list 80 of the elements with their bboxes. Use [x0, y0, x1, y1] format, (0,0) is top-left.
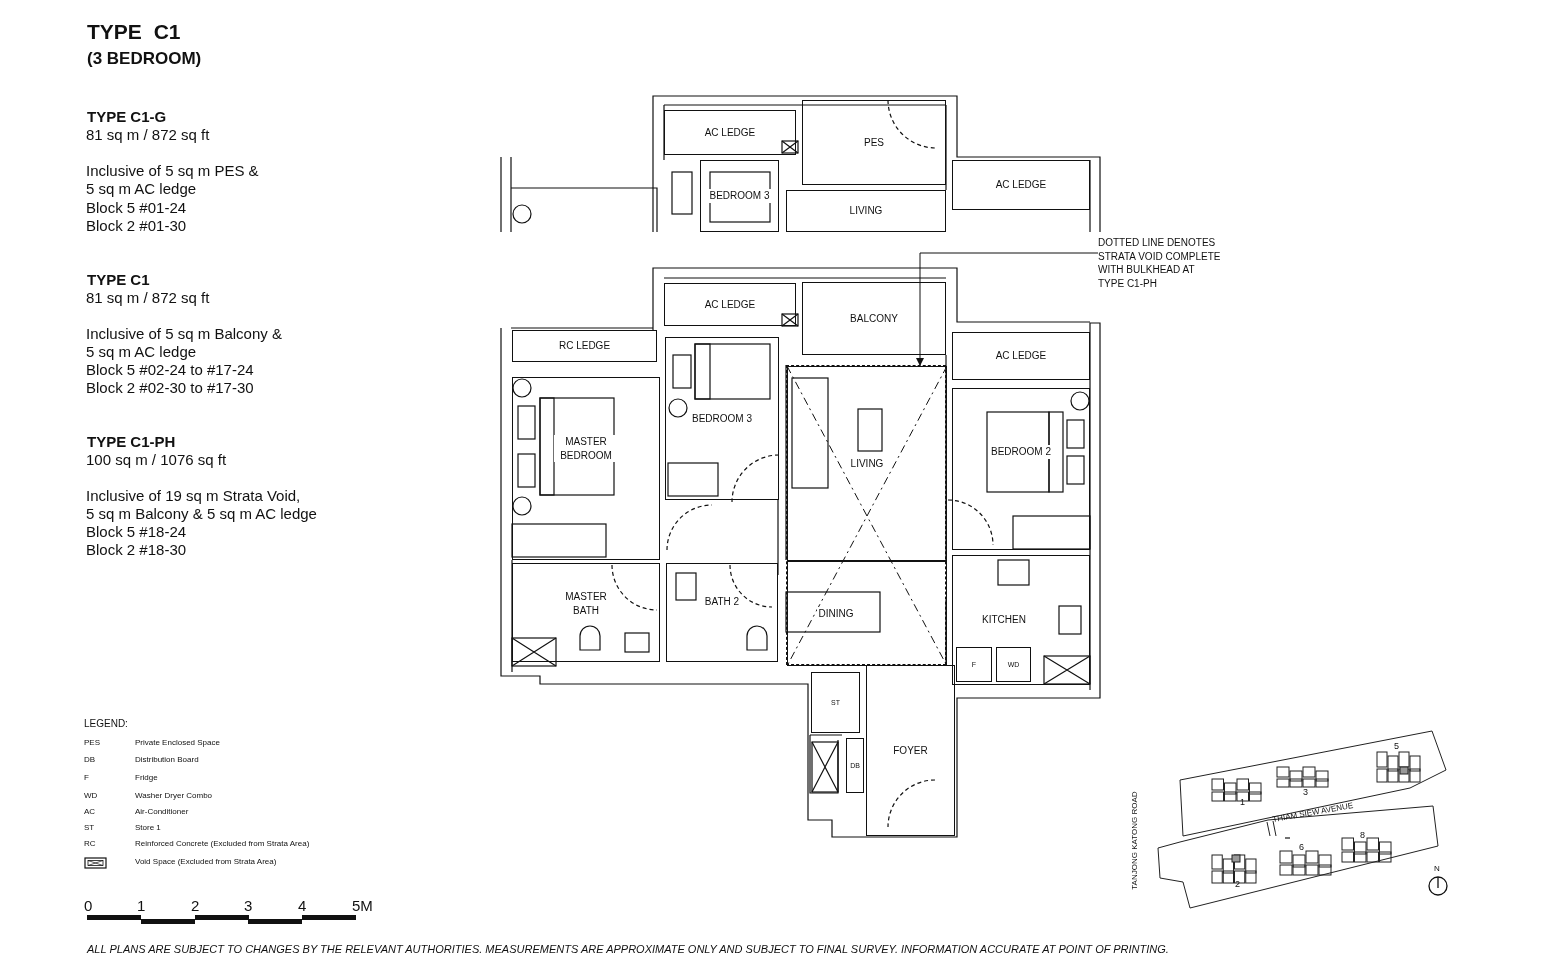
scale-number: 0: [84, 897, 93, 915]
room-outline: [666, 563, 778, 662]
room-outline: [802, 282, 946, 355]
legend-description: Distribution Board: [135, 755, 199, 765]
area-text: 81 sq m / 872 sq ft: [86, 126, 210, 144]
room-outline: [787, 561, 947, 666]
description-text: 5 sq m Balcony & 5 sq m AC ledge: [86, 505, 317, 523]
unit-number-text: Block 5 #01-24: [86, 199, 187, 217]
unit-number-text: Block 2 #02-30 to #17-30: [86, 379, 254, 397]
block-number: 1: [1240, 797, 1245, 808]
disclaimer-note: ALL PLANS ARE SUBJECT TO CHANGES BY THE RELEVANT AUTHORITIES. MEASUREMENTS ARE APPROXIMATE ONLY AND SUBJECT TO FINAL SURVEY. INFORMATION ACCURATE AT POINT OF PRINTING.: [87, 943, 1169, 956]
block-number: 6: [1299, 842, 1304, 853]
room-outline: [665, 337, 779, 500]
room-outline: [512, 563, 660, 662]
scale-number: 3: [244, 897, 253, 915]
legend-description: Private Enclosed Space: [135, 738, 220, 748]
area-text: 81 sq m / 872 sq ft: [86, 289, 210, 307]
room-outline: [664, 283, 796, 326]
legend-description: Reinforced Concrete (Excluded from Strata Area): [135, 839, 310, 849]
note-text: DOTTED LINE DENOTES STRATA VOID COMPLETE WITH BULKHEAD AT TYPE C1-PH: [1098, 236, 1222, 294]
room-outline: [664, 110, 796, 155]
road-name: THIAM SIEW AVENUE: [1271, 801, 1354, 825]
legend-description: Washer Dryer Combo: [135, 791, 213, 801]
legend-description: Fridge: [135, 773, 158, 783]
description-text: 5 sq m AC ledge: [86, 343, 197, 361]
unit-number-text: Block 2 #18-30: [86, 541, 187, 559]
legend-abbreviation: DB: [84, 755, 96, 765]
room-outline: [952, 388, 1090, 550]
description-text: Inclusive of 19 sq m Strata Void,: [86, 487, 301, 505]
room-outline: [952, 160, 1090, 210]
area-text: 100 sq m / 1076 sq ft: [86, 451, 227, 469]
strata-void-area: [786, 365, 946, 665]
room-outline: [512, 377, 660, 560]
room-outline: [787, 366, 947, 561]
unit-type-heading: TYPE C1: [87, 271, 150, 289]
block-number: 3: [1303, 787, 1308, 798]
room-outline: [512, 330, 657, 362]
room-label: BEDROOM 3: [707, 189, 772, 203]
legend-description: Air-Conditioner: [135, 807, 189, 817]
description-text: Inclusive of 5 sq m PES &: [86, 162, 259, 180]
room-outline: [952, 332, 1090, 380]
block-number: 5: [1394, 741, 1399, 752]
description-text: 5 sq m AC ledge: [86, 180, 197, 198]
block-number: 8: [1360, 830, 1365, 841]
legend-abbreviation: RC: [84, 839, 96, 849]
room-outline: [996, 647, 1031, 682]
north-label: N: [1434, 864, 1440, 874]
plan-title: TYPE C1: [87, 20, 181, 45]
legend-abbreviation: PES: [84, 738, 100, 748]
room-outline: [802, 100, 946, 185]
legend-abbreviation: WD: [84, 791, 98, 801]
plan-subtitle: (3 BEDROOM): [87, 49, 202, 69]
unit-number-text: Block 2 #01-30: [86, 217, 187, 235]
road-name: TANJONG KATONG ROAD: [1129, 791, 1139, 890]
scale-number: 2: [191, 897, 200, 915]
unit-number-text: Block 5 #02-24 to #17-24: [86, 361, 254, 379]
room-outline: [786, 190, 946, 232]
scale-number: 1: [137, 897, 146, 915]
room-label: MASTER BEDROOM: [554, 435, 618, 462]
legend-heading: LEGEND:: [84, 718, 128, 730]
scale-number: 4: [298, 897, 307, 915]
room-label: BEDROOM 2: [989, 445, 1053, 459]
room-outline: [846, 738, 864, 793]
legend-abbreviation: F: [84, 773, 89, 783]
scale-number: 5M: [352, 897, 373, 915]
room-outline: [952, 555, 1090, 685]
unit-number-text: Block 5 #18-24: [86, 523, 187, 541]
room-outline: [700, 160, 779, 232]
room-outline: [956, 647, 992, 682]
legend-description: Store 1: [135, 823, 161, 833]
leader-line: [916, 252, 1099, 366]
room-outline: [811, 672, 860, 733]
unit-type-heading: TYPE C1-G: [87, 108, 167, 126]
description-text: Inclusive of 5 sq m Balcony &: [86, 325, 282, 343]
legend-abbreviation: ST: [84, 823, 95, 833]
unit-type-heading: TYPE C1-PH: [87, 433, 176, 451]
legend-abbreviation: AC: [84, 807, 96, 817]
room-outline: [866, 665, 955, 836]
block-number: 2: [1235, 879, 1240, 890]
legend-description: Void Space (Excluded from Strata Area): [135, 857, 277, 867]
